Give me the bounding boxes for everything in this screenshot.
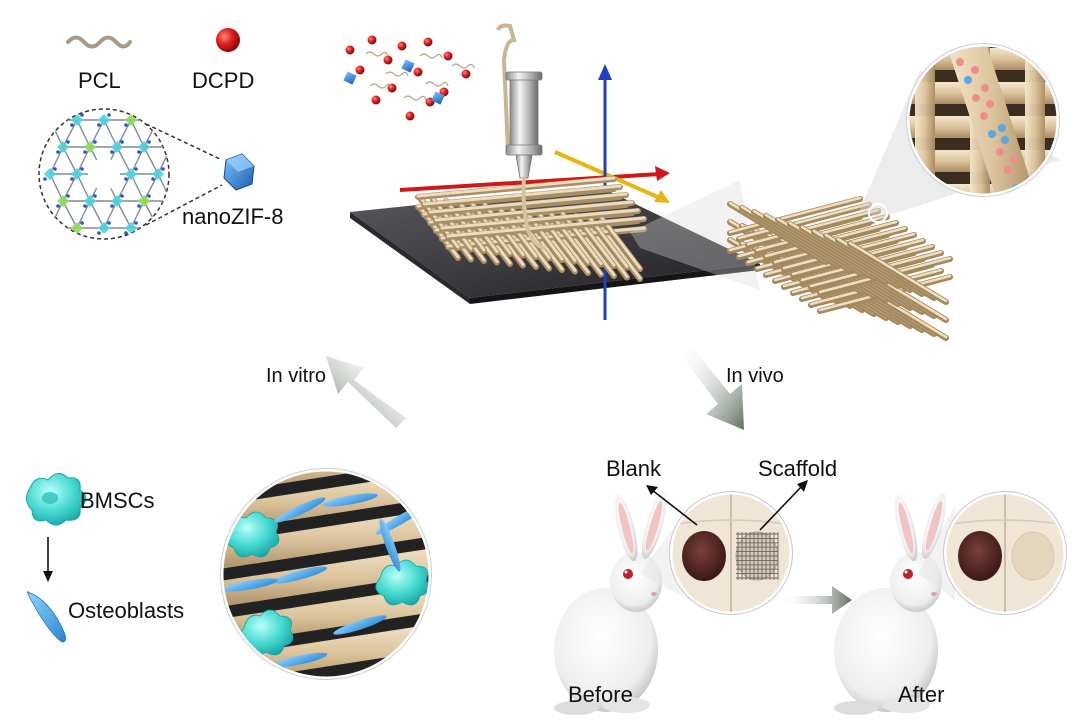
in-vivo-arrow — [680, 344, 744, 430]
scaffold-pointer-arrow — [759, 480, 808, 531]
bmscs-label: BMSCs — [80, 488, 155, 513]
blank-pointer-arrow — [646, 485, 698, 526]
skull-zoom-before — [640, 491, 793, 615]
scaffold-3d-view — [727, 196, 953, 341]
beam-to-scaffold — [630, 180, 760, 290]
before-after-arrow — [780, 586, 852, 614]
skull-zoom-after — [918, 491, 1067, 615]
y-axis-arrow — [554, 150, 670, 203]
extruder-nozzle — [496, 23, 546, 250]
blank-label: Blank — [606, 456, 662, 481]
blank-defect-after — [958, 531, 1002, 581]
before-label: Before — [568, 682, 633, 707]
in-vitro-arrow — [326, 356, 406, 428]
zoom-marker — [868, 203, 888, 223]
after-label: After — [898, 682, 945, 707]
pcl-fiber-icon — [66, 35, 132, 49]
ink-particles — [343, 35, 475, 121]
strut-zoom-circle — [906, 43, 1060, 197]
x-axis-arrow — [399, 166, 670, 192]
pcl-label: PCL — [78, 68, 121, 93]
in-vitro-scaffold-zoom — [220, 468, 432, 680]
blank-defect — [682, 531, 726, 581]
differentiation-arrow — [43, 537, 53, 582]
in-vitro-label: In vitro — [266, 365, 327, 387]
scaffold-label: Scaffold — [758, 456, 838, 481]
printed-scaffold — [415, 176, 647, 282]
osteoblasts-label: Osteoblasts — [68, 598, 185, 623]
nanozif8-label: nanoZIF-8 — [182, 204, 284, 229]
scaffold-implant — [736, 532, 779, 580]
nanozif8-crystal-icon — [223, 153, 255, 191]
rabbit-after — [834, 493, 947, 715]
dcpd-sphere-icon — [216, 28, 240, 52]
osteoblast-cell-icon — [26, 591, 66, 643]
regenerated-bone — [1011, 531, 1055, 581]
bmsc-cell-icon — [26, 473, 87, 526]
dcpd-label: DCPD — [192, 68, 255, 93]
in-vivo-label: In vivo — [726, 365, 784, 387]
